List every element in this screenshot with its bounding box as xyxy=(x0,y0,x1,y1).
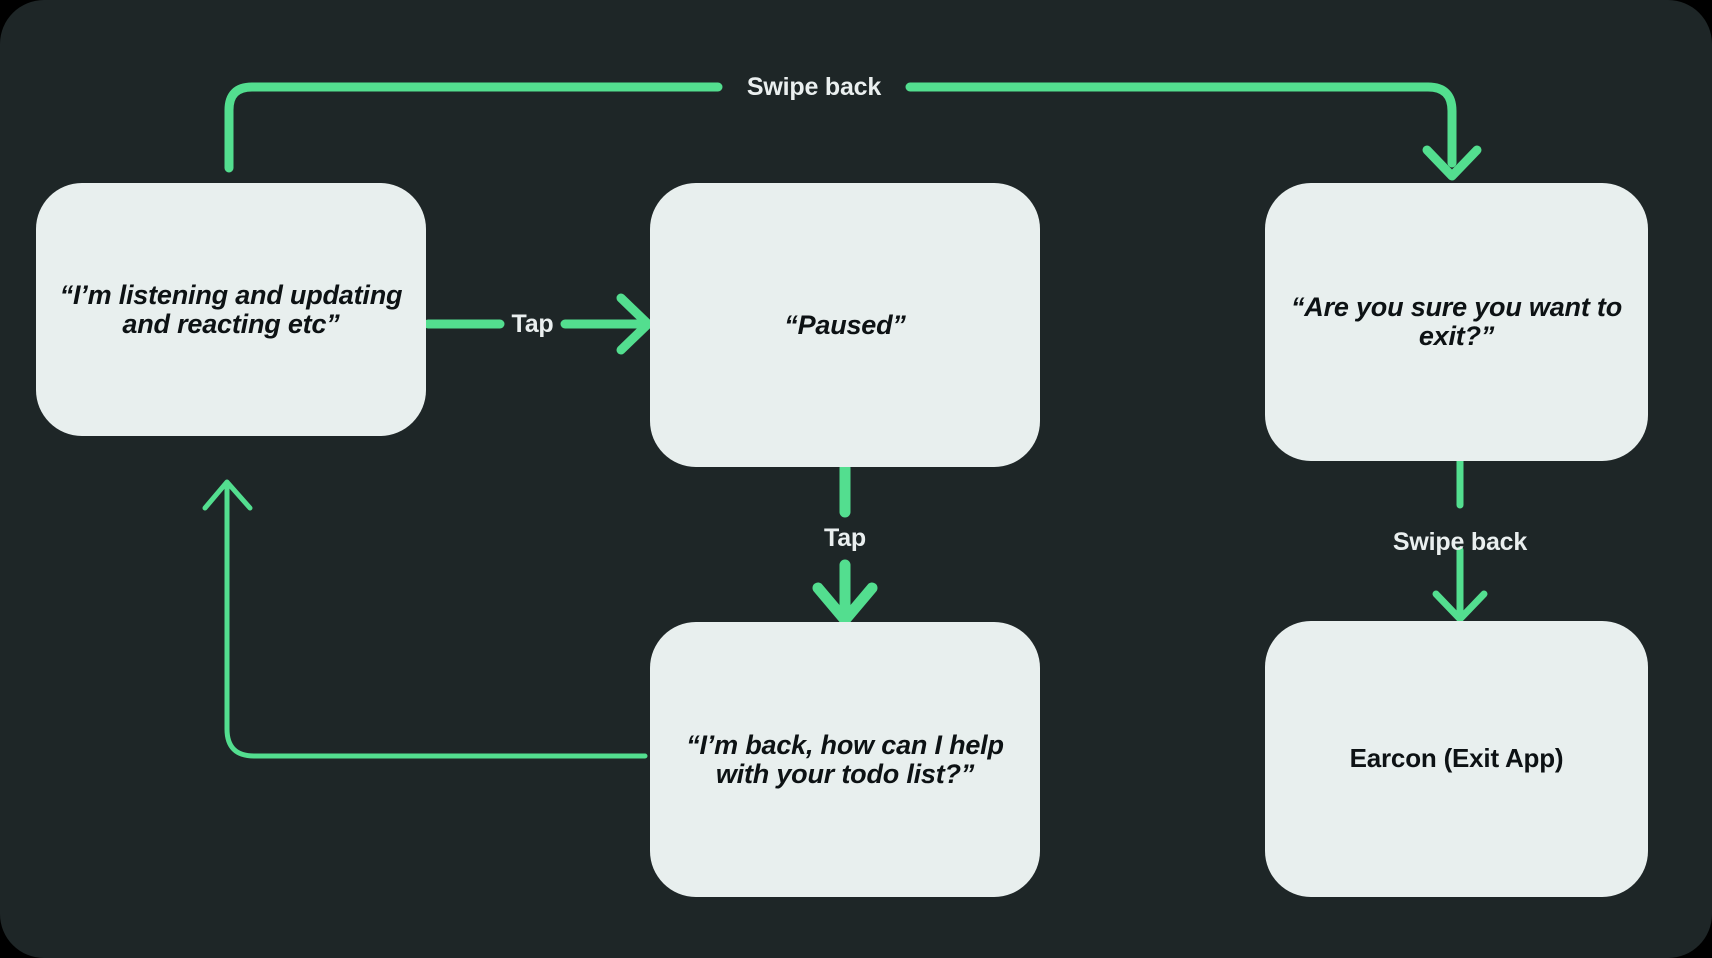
node-earcon[interactable]: Earcon (Exit App) xyxy=(1265,621,1648,897)
edge-label-tap-paused-back: Tap xyxy=(824,524,866,552)
node-paused-label: “Paused” xyxy=(784,309,906,340)
node-listening-label: “I’m listening and updating and reacting… xyxy=(59,279,403,339)
edge-swipe-back-arrowhead-down-lower xyxy=(1432,590,1488,623)
node-confirm-exit-label: “Are you sure you want to exit?” xyxy=(1290,292,1623,351)
edge-swipe-back-top-left-segment xyxy=(224,82,723,173)
edge-swipe-back-arrowhead-down xyxy=(1422,145,1482,181)
edge-label-swipe-back-confirm-earcon: Swipe back xyxy=(1392,528,1528,556)
node-back-label: “I’m back, how can I help with your todo… xyxy=(686,729,1004,789)
node-back[interactable]: “I’m back, how can I help with your todo… xyxy=(650,622,1040,897)
edge-return-loop-path xyxy=(224,484,648,759)
edge-tap-arrowhead-down xyxy=(812,582,878,626)
edge-label-tap-listening-paused: Tap xyxy=(511,310,554,338)
node-paused[interactable]: “Paused” xyxy=(650,183,1040,467)
edge-return-loop-arrowhead-up xyxy=(202,479,253,511)
edge-label-swipe-back-top: Swipe back xyxy=(746,73,882,101)
edge-swipe-back-top-right-segment xyxy=(905,82,1457,168)
node-listening[interactable]: “I’m listening and updating and reacting… xyxy=(36,183,426,436)
node-confirm-exit[interactable]: “Are you sure you want to exit?” xyxy=(1265,183,1648,461)
node-earcon-label: Earcon (Exit App) xyxy=(1349,743,1564,774)
edge-tap-arrowhead-right xyxy=(616,293,653,355)
